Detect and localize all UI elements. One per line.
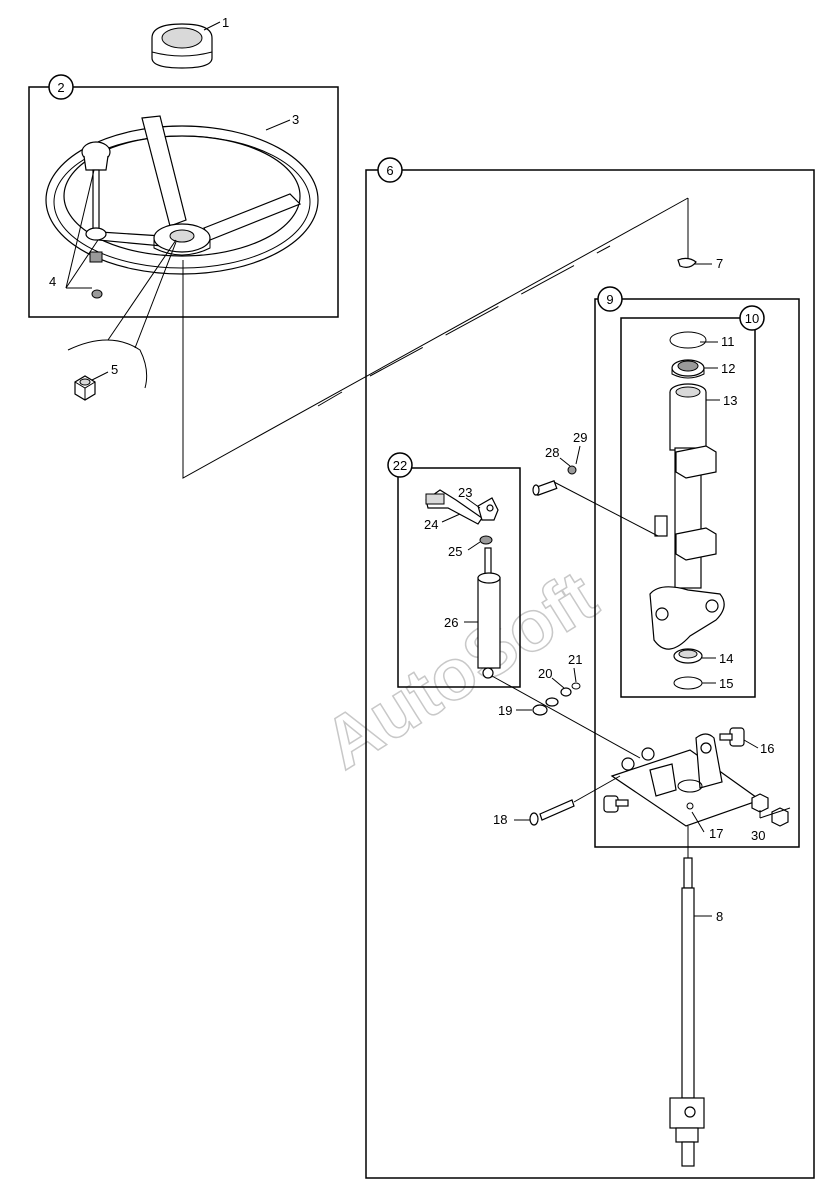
- leader-bolt-bracket: [573, 775, 621, 803]
- washer-25: [479, 535, 493, 545]
- callout-26: 26: [444, 615, 458, 630]
- group-9-label: 9: [606, 292, 613, 307]
- hex-nut-part-5: [74, 375, 96, 401]
- callout-24: 24: [424, 517, 438, 532]
- group-2-badge: 2: [48, 74, 74, 100]
- nut-30: [751, 793, 769, 813]
- callout-12: 12: [721, 361, 735, 376]
- callout-8: 8: [716, 909, 723, 924]
- callout-leaders: [65, 21, 791, 917]
- group-10-box: [620, 317, 756, 698]
- bolt-16: [719, 727, 745, 747]
- callout-11: 11: [721, 334, 735, 349]
- callout-21: 21: [568, 652, 582, 667]
- callout-1: 1: [222, 15, 229, 30]
- callout-17: 17: [709, 826, 723, 841]
- nut-part-4: [91, 289, 103, 299]
- pin-28: [532, 480, 558, 496]
- clamp-23: [477, 497, 499, 521]
- circlip-21: [571, 682, 581, 690]
- circlip-11: [669, 331, 707, 349]
- leader-arc: [67, 339, 148, 389]
- callout-30: 30: [751, 828, 765, 843]
- bracket-17: [610, 733, 762, 827]
- nut-30b: [771, 807, 789, 827]
- callout-15: 15: [719, 676, 733, 691]
- washer-29: [567, 465, 577, 475]
- callout-19: 19: [498, 703, 512, 718]
- washer-19b: [545, 697, 559, 707]
- lever-24: [425, 489, 483, 525]
- leader-pin-column: [553, 481, 659, 537]
- callout-13: 13: [723, 393, 737, 408]
- snap-ring-7: [677, 257, 697, 268]
- leader-hub-arc: [134, 241, 177, 349]
- group-22-label: 22: [393, 458, 407, 473]
- horn-cap-part: [151, 23, 213, 69]
- circlip-15: [673, 676, 703, 690]
- steering-wheel-part: [45, 115, 319, 275]
- leader-spring-bracket: [491, 675, 641, 759]
- callout-3: 3: [292, 112, 299, 127]
- bearing-12: [671, 359, 705, 379]
- callout-23: 23: [458, 485, 472, 500]
- callout-14: 14: [719, 651, 733, 666]
- washer-19: [532, 704, 548, 716]
- steering-shaft-8: [669, 826, 705, 1167]
- group-6-badge: 6: [377, 157, 403, 183]
- group-2-label: 2: [57, 80, 64, 95]
- bushing-14: [673, 648, 703, 664]
- callout-20: 20: [538, 666, 552, 681]
- watermark-text: AutoSoft: [310, 556, 610, 785]
- axis-line: [182, 197, 689, 479]
- group-6-label: 6: [386, 163, 393, 178]
- group-22-badge: 22: [387, 452, 413, 478]
- group-10-badge: 10: [739, 305, 765, 331]
- group-10-label: 10: [745, 311, 759, 326]
- callout-7: 7: [716, 256, 723, 271]
- group-22-box: [397, 467, 521, 688]
- bolt-18: [529, 799, 575, 826]
- callout-4: 4: [49, 274, 56, 289]
- bolt-16b: [603, 795, 629, 813]
- dashed-axis-tail: [317, 391, 343, 407]
- callout-5: 5: [111, 362, 118, 377]
- group-9-badge: 9: [597, 286, 623, 312]
- dashed-axis: [369, 245, 611, 377]
- callout-25: 25: [448, 544, 462, 559]
- group-6-box: [365, 169, 815, 1179]
- callout-16: 16: [760, 741, 774, 756]
- leader-hub-nut: [107, 239, 177, 341]
- callout-29: 29: [573, 430, 587, 445]
- group-9-box: [594, 298, 800, 848]
- washer-20: [560, 687, 572, 697]
- bushing-13: [669, 383, 707, 451]
- callout-18: 18: [493, 812, 507, 827]
- callout-28: 28: [545, 445, 559, 460]
- gas-spring-26: [477, 547, 501, 679]
- column-tube: [649, 445, 725, 650]
